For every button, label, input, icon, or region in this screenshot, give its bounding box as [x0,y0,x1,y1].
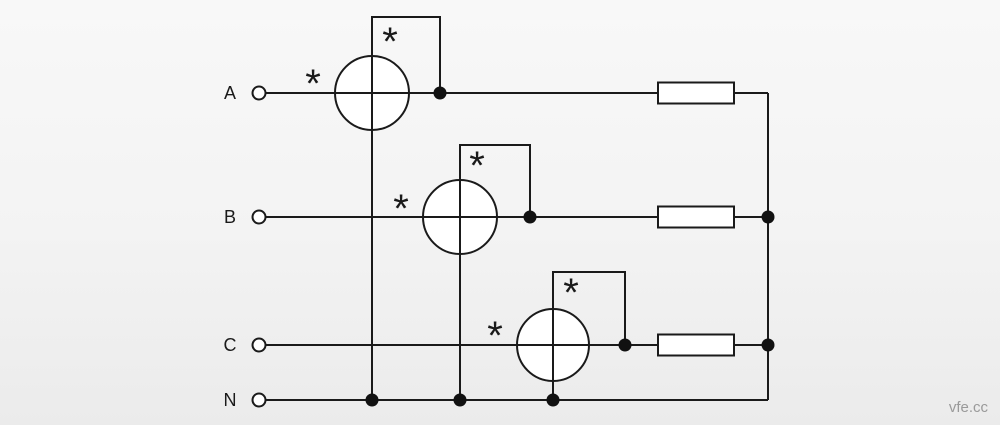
terminal-c [251,337,267,353]
junction-dot-neutral-b [453,393,467,407]
terminal-b [251,209,267,225]
phase-c-label: C [224,335,237,355]
polarity-mark-b-current: * [393,187,409,231]
wattmeter-c-voltage-coil-wire [552,271,626,400]
polarity-mark-c-voltage: * [563,271,579,315]
junction-dot-bus-b [761,210,775,224]
neutral-label: N [224,390,237,410]
phase-a-label: A [224,83,236,103]
terminal-n [251,392,267,408]
load-c-resistor [657,333,735,357]
junction-dot-c-voltage-tap [618,338,632,352]
junction-dot-b-voltage-tap [523,210,537,224]
junction-dot-bus-c [761,338,775,352]
terminal-a [251,85,267,101]
wattmeter-a-voltage-coil-wire [371,16,441,400]
polarity-mark-a-current: * [305,62,321,106]
watermark-text: vfe.cc [949,399,989,416]
polarity-mark-b-voltage: * [469,144,485,188]
junction-dot-neutral-c [546,393,560,407]
phase-b-label: B [224,207,236,227]
junction-dot-neutral-a [365,393,379,407]
load-a-resistor [657,81,735,105]
polarity-mark-a-voltage: * [382,20,398,64]
junction-dot-a-voltage-tap [433,86,447,100]
polarity-mark-c-current: * [487,314,503,358]
load-b-resistor [657,205,735,229]
wattmeter-b-voltage-coil-wire [459,144,531,400]
